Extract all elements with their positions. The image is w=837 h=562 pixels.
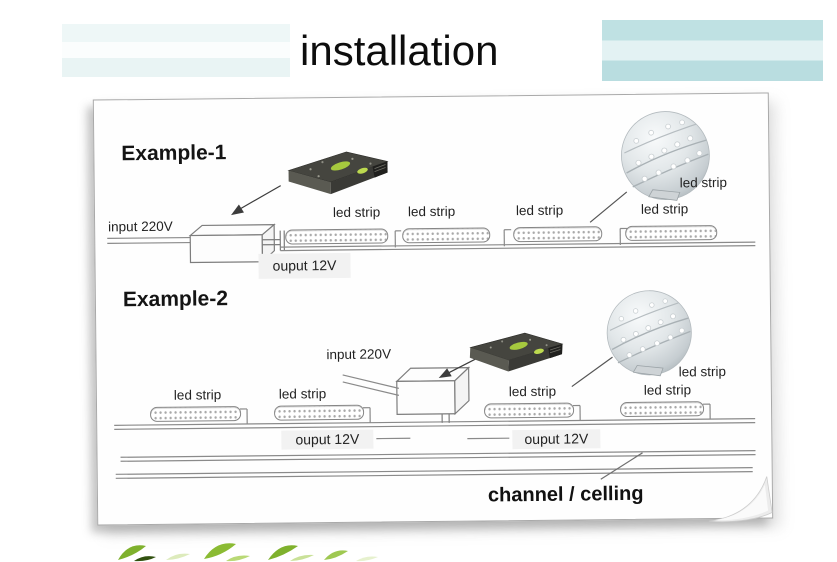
output-dash-lines — [376, 437, 510, 440]
led-strip-graphic — [619, 401, 705, 418]
driver-box-example-2 — [395, 366, 471, 423]
led-strip-graphic — [285, 228, 389, 245]
led-strip-label: led strip — [643, 382, 692, 398]
led-strip-label: led strip — [173, 387, 222, 403]
led-strip-graphic — [274, 404, 365, 421]
input-wires-example-1 — [107, 236, 191, 245]
led-strip-label: led strip — [407, 203, 456, 220]
page-curl — [709, 476, 773, 523]
led-strip-graphic — [402, 227, 491, 244]
input-voltage-label-example-1: input 220V — [108, 218, 173, 235]
output-voltage-label-1-example-2: ouput 12V — [281, 429, 374, 450]
led-strip-label: led strip — [278, 386, 327, 402]
led-strip-label: led strip — [508, 383, 557, 400]
led-strip-label: led strip — [640, 201, 689, 217]
channel-ceiling-label: channel / celling — [487, 482, 644, 507]
input-wires-example-2 — [342, 374, 400, 396]
header-stripe-left — [62, 24, 291, 77]
header-stripe-right — [602, 20, 823, 81]
led-strip-graphic — [150, 406, 242, 422]
bottom-channel-lines — [115, 450, 756, 480]
power-supply-image-example-1 — [287, 151, 389, 195]
leaf-decoration — [118, 543, 378, 562]
example-2-heading: Example-2 — [122, 287, 229, 312]
closeup-label-example-2: led strip — [678, 363, 727, 380]
led-strip-graphic — [513, 226, 603, 243]
led-strip-graphic — [483, 402, 575, 419]
example-1-heading: Example-1 — [121, 141, 227, 166]
page-title: installation — [300, 27, 499, 74]
led-strip-closeup-image-example-2 — [606, 290, 692, 377]
closeup-label-example-1: led strip — [679, 174, 728, 191]
title-box: installation — [290, 19, 602, 82]
arrow-example-1 — [231, 185, 281, 216]
led-strip-graphic — [625, 225, 718, 241]
output-voltage-label-2-example-2: ouput 12V — [512, 429, 601, 450]
led-strip-label: led strip — [332, 204, 381, 221]
diagram-paper: Example-1 — [92, 92, 774, 526]
led-strip-closeup-image-example-1 — [621, 111, 710, 201]
input-voltage-label-example-2: input 220V — [326, 346, 392, 363]
power-supply-image-example-2 — [469, 332, 564, 372]
led-strip-label: led strip — [515, 202, 564, 219]
output-voltage-label-example-1: ouput 12V — [258, 252, 351, 279]
